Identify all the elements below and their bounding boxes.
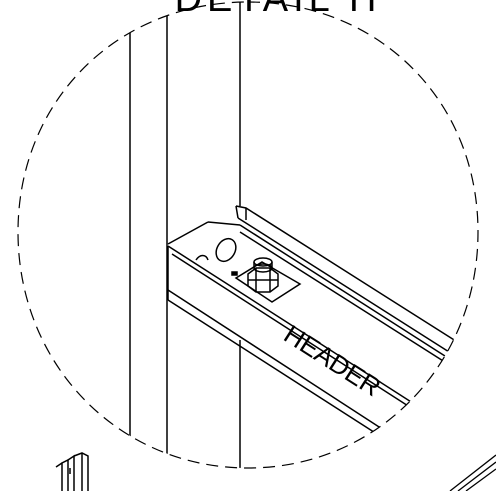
detail-title: DETAIL H: [175, 0, 382, 20]
bolt-assembly: [247, 257, 279, 293]
header-slot: [231, 271, 238, 276]
nut: [247, 267, 279, 293]
header-hole: [215, 237, 237, 263]
header-top-channel: [235, 205, 471, 379]
header-front-face: [167, 245, 431, 468]
header-top-plate: [167, 221, 302, 303]
header-left-bump: [195, 254, 209, 261]
detail-contents: [129, 2, 478, 468]
header-label: HEADER: [279, 319, 387, 403]
vertical-post-left: [129, 2, 168, 468]
small-bracket: [55, 452, 89, 491]
corner-structure: [449, 454, 496, 491]
lower-right-panel: [433, 454, 478, 468]
detail-circle-outline: [17, 1, 479, 469]
